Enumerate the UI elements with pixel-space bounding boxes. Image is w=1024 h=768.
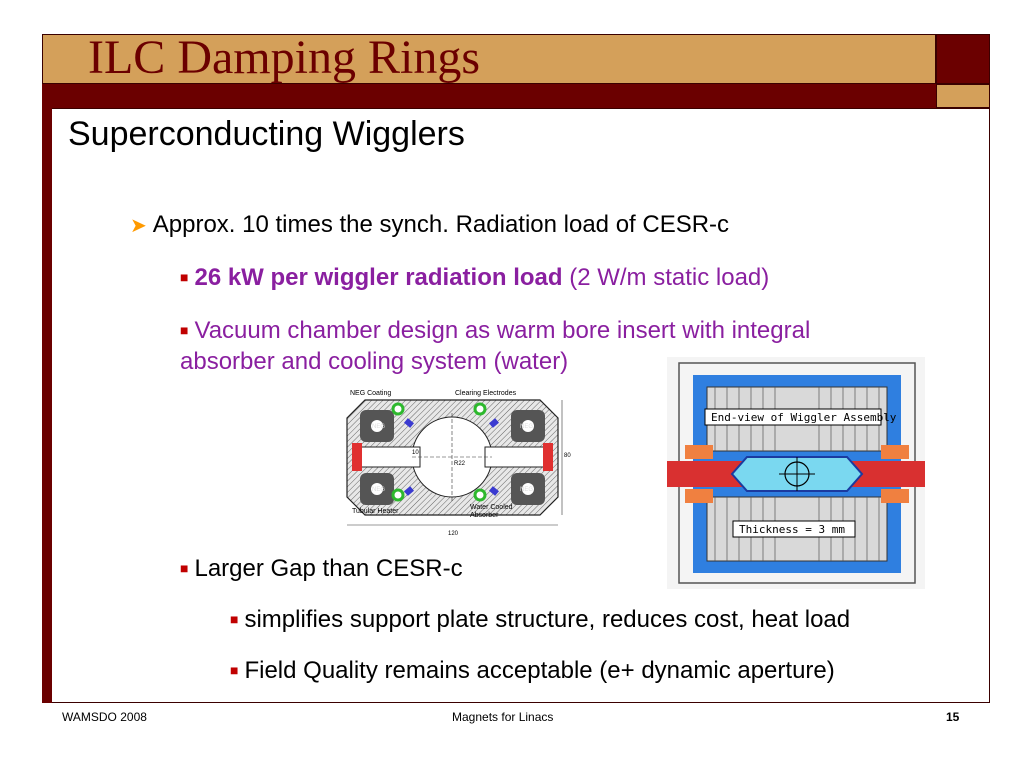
label-neg: NEG: [520, 487, 533, 493]
bullet-level2-radiation: ■ 26 kW per wiggler radiation load (2 W/m…: [180, 262, 769, 293]
tubular-heater-left: [352, 443, 362, 471]
bullet-text-line1: Vacuum chamber design as warm bore inser…: [194, 317, 811, 344]
absorber-mark: [404, 486, 414, 496]
label-clearing-electrodes: Clearing Electrodes: [455, 390, 517, 397]
dim-10-label: 10: [412, 450, 419, 456]
endview-label: End-view of Wiggler Assembly: [711, 411, 897, 424]
square-bullet-icon: ■: [180, 322, 189, 338]
square-bullet-icon: ■: [230, 662, 239, 678]
clearing-electrode: [473, 488, 487, 502]
clearing-electrode: [391, 488, 405, 502]
corner-block-dark: [936, 34, 990, 84]
heater-block-orange: [881, 489, 909, 503]
neg-hole: [522, 483, 534, 495]
endview-label-box: [704, 408, 882, 426]
bullet-text: (2 W/m static load): [562, 264, 770, 291]
left-accent-bar: [42, 108, 52, 703]
dim-120-label: 120: [448, 531, 459, 537]
bullet-level2-gap: ■ Larger Gap than CESR-c: [180, 553, 463, 584]
heater-block-orange: [881, 445, 909, 459]
bullet-text: Approx. 10 times the synch. Radiation lo…: [152, 211, 730, 238]
title-band: [42, 34, 936, 84]
slot-left: [359, 446, 421, 468]
clearing-electrode: [473, 402, 487, 416]
neg-hole: [371, 483, 383, 495]
label-water-cooled: Water Cooled: [470, 504, 513, 511]
dim-r22-label: R22: [454, 461, 466, 467]
slide-title: ILC Damping Rings: [88, 31, 480, 84]
absorber-mark: [489, 418, 499, 428]
slot-right: [484, 446, 546, 468]
clearing-electrode: [391, 402, 405, 416]
square-bullet-icon: ■: [180, 560, 189, 576]
bullet-level2-vacuum-cont: absorber and cooling system (water): [180, 348, 569, 375]
label-neg: NEG: [372, 424, 385, 430]
bullet-text-bold: 26 kW per wiggler radiation load: [194, 264, 563, 291]
bullet-text: Larger Gap than CESR-c: [194, 555, 463, 582]
page-number: 15: [946, 710, 960, 724]
footer-left: WAMSDO 2008: [62, 710, 147, 724]
square-bullet-icon: ■: [180, 269, 189, 285]
bullet-level3-support: ■ simplifies support plate structure, red…: [230, 604, 850, 635]
absorber-mark: [489, 486, 499, 496]
dim-80-label: 80: [564, 453, 571, 459]
thickness-label: Thickness = 3 mm: [739, 523, 845, 536]
neg-hole: [371, 420, 383, 432]
label-tubular-heater: Tubular Heater: [352, 508, 399, 515]
tubular-heater-right: [543, 443, 553, 471]
corner-block-tan: [936, 84, 990, 108]
label-absorber: Absorber: [470, 512, 499, 519]
heater-block-orange: [685, 445, 713, 459]
bullet-level1: ➤Approx. 10 times the synch. Radiation l…: [130, 210, 729, 241]
label-neg-coating: NEG Coating: [350, 390, 391, 397]
bullet-level3-field: ■ Field Quality remains acceptable (e+ dy…: [230, 655, 835, 686]
neg-hole: [522, 420, 534, 432]
title-underbar: [42, 84, 936, 108]
bullet-text: simplifies support plate structure, redu…: [244, 606, 851, 633]
square-bullet-icon: ■: [230, 611, 239, 627]
wiggler-assembly-diagram: End-view of Wiggler Assembly Thickness =…: [667, 357, 925, 589]
heater-block-orange: [685, 489, 713, 503]
absorber-mark: [404, 418, 414, 428]
thickness-label-box: [732, 520, 856, 538]
bullet-text: Field Quality remains acceptable (e+ dyn…: [244, 657, 835, 684]
arrow-bullet-icon: ➤: [130, 215, 147, 237]
bullet-level2-vacuum: ■ Vacuum chamber design as warm bore inse…: [180, 315, 810, 346]
vacuum-chamber-diagram: NEG Coating Clearing Electrodes NEG NEG …: [346, 390, 571, 537]
slide-subtitle: Superconducting Wigglers: [68, 115, 465, 153]
label-neg: NEG: [520, 424, 533, 430]
footer-center: Magnets for Linacs: [452, 710, 554, 724]
label-neg: NEG: [372, 487, 385, 493]
